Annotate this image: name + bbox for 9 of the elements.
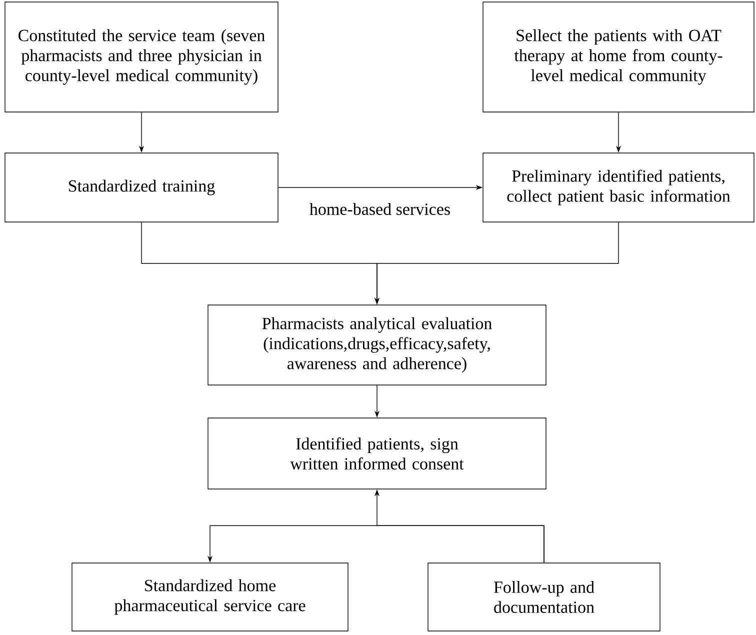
process-box: Follow-up and documentation [428,562,660,632]
edge-label: home-based services [310,203,450,215]
process-box: Sellect the patients with OAT therapy at home from county-level medical community [482,2,754,112]
process-box: Identified patients, sign written informed consent [208,418,546,490]
process-box: Pharmacists analytical evaluation (indications,drugs,efficacy,safety, awareness and adherence) [208,304,546,386]
process-box: Preliminary identified patients, collect patient basic information [482,152,754,222]
process-box: Constituted the service team (seven pharmacists and three physician in county-level medical community) [4,2,278,112]
process-box: Standardized training [4,152,278,222]
process-box: Standardized home pharmaceutical service care [72,562,348,632]
